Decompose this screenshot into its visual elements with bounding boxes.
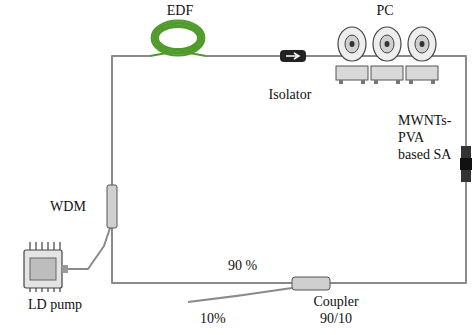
saturable-absorber-symbol (460, 146, 472, 182)
port-label: 10% (198, 310, 228, 327)
fiber-link (330, 182, 466, 283)
wdm: WDM (107, 185, 117, 228)
output-fiber (188, 288, 292, 302)
polarization-controller-symbol (335, 24, 440, 84)
coupler-symbol (292, 277, 330, 290)
component-label: WDM (44, 198, 92, 215)
fiber-link (440, 56, 466, 146)
fiber-link (206, 55, 280, 57)
component-label: Isolator (258, 86, 322, 103)
wdm-symbol (107, 185, 117, 228)
ld-pump: LD pump (24, 250, 68, 288)
ld-pump-symbol (24, 250, 68, 288)
polarization-controller: PC (335, 24, 440, 84)
coupler: Coupler 90/10 (292, 277, 330, 290)
edf-coil-symbol (150, 20, 206, 60)
component-label: MWNTs- PVA based SA (398, 112, 458, 163)
fiber-link (112, 56, 150, 185)
edf-coil: EDF (150, 20, 206, 60)
component-label: EDF (160, 2, 200, 19)
fiber-link (112, 228, 292, 283)
component-label: LD pump (20, 296, 90, 313)
isolator-symbol (280, 50, 306, 62)
split-ratio: 90 % (226, 257, 259, 274)
isolator: Isolator (280, 50, 306, 62)
component-label: Coupler 90/10 (308, 293, 364, 327)
saturable-absorber: MWNTs- PVA based SA (460, 146, 472, 182)
component-label: PC (370, 2, 400, 19)
fiber-link (306, 55, 335, 57)
fiber-link (68, 228, 110, 269)
